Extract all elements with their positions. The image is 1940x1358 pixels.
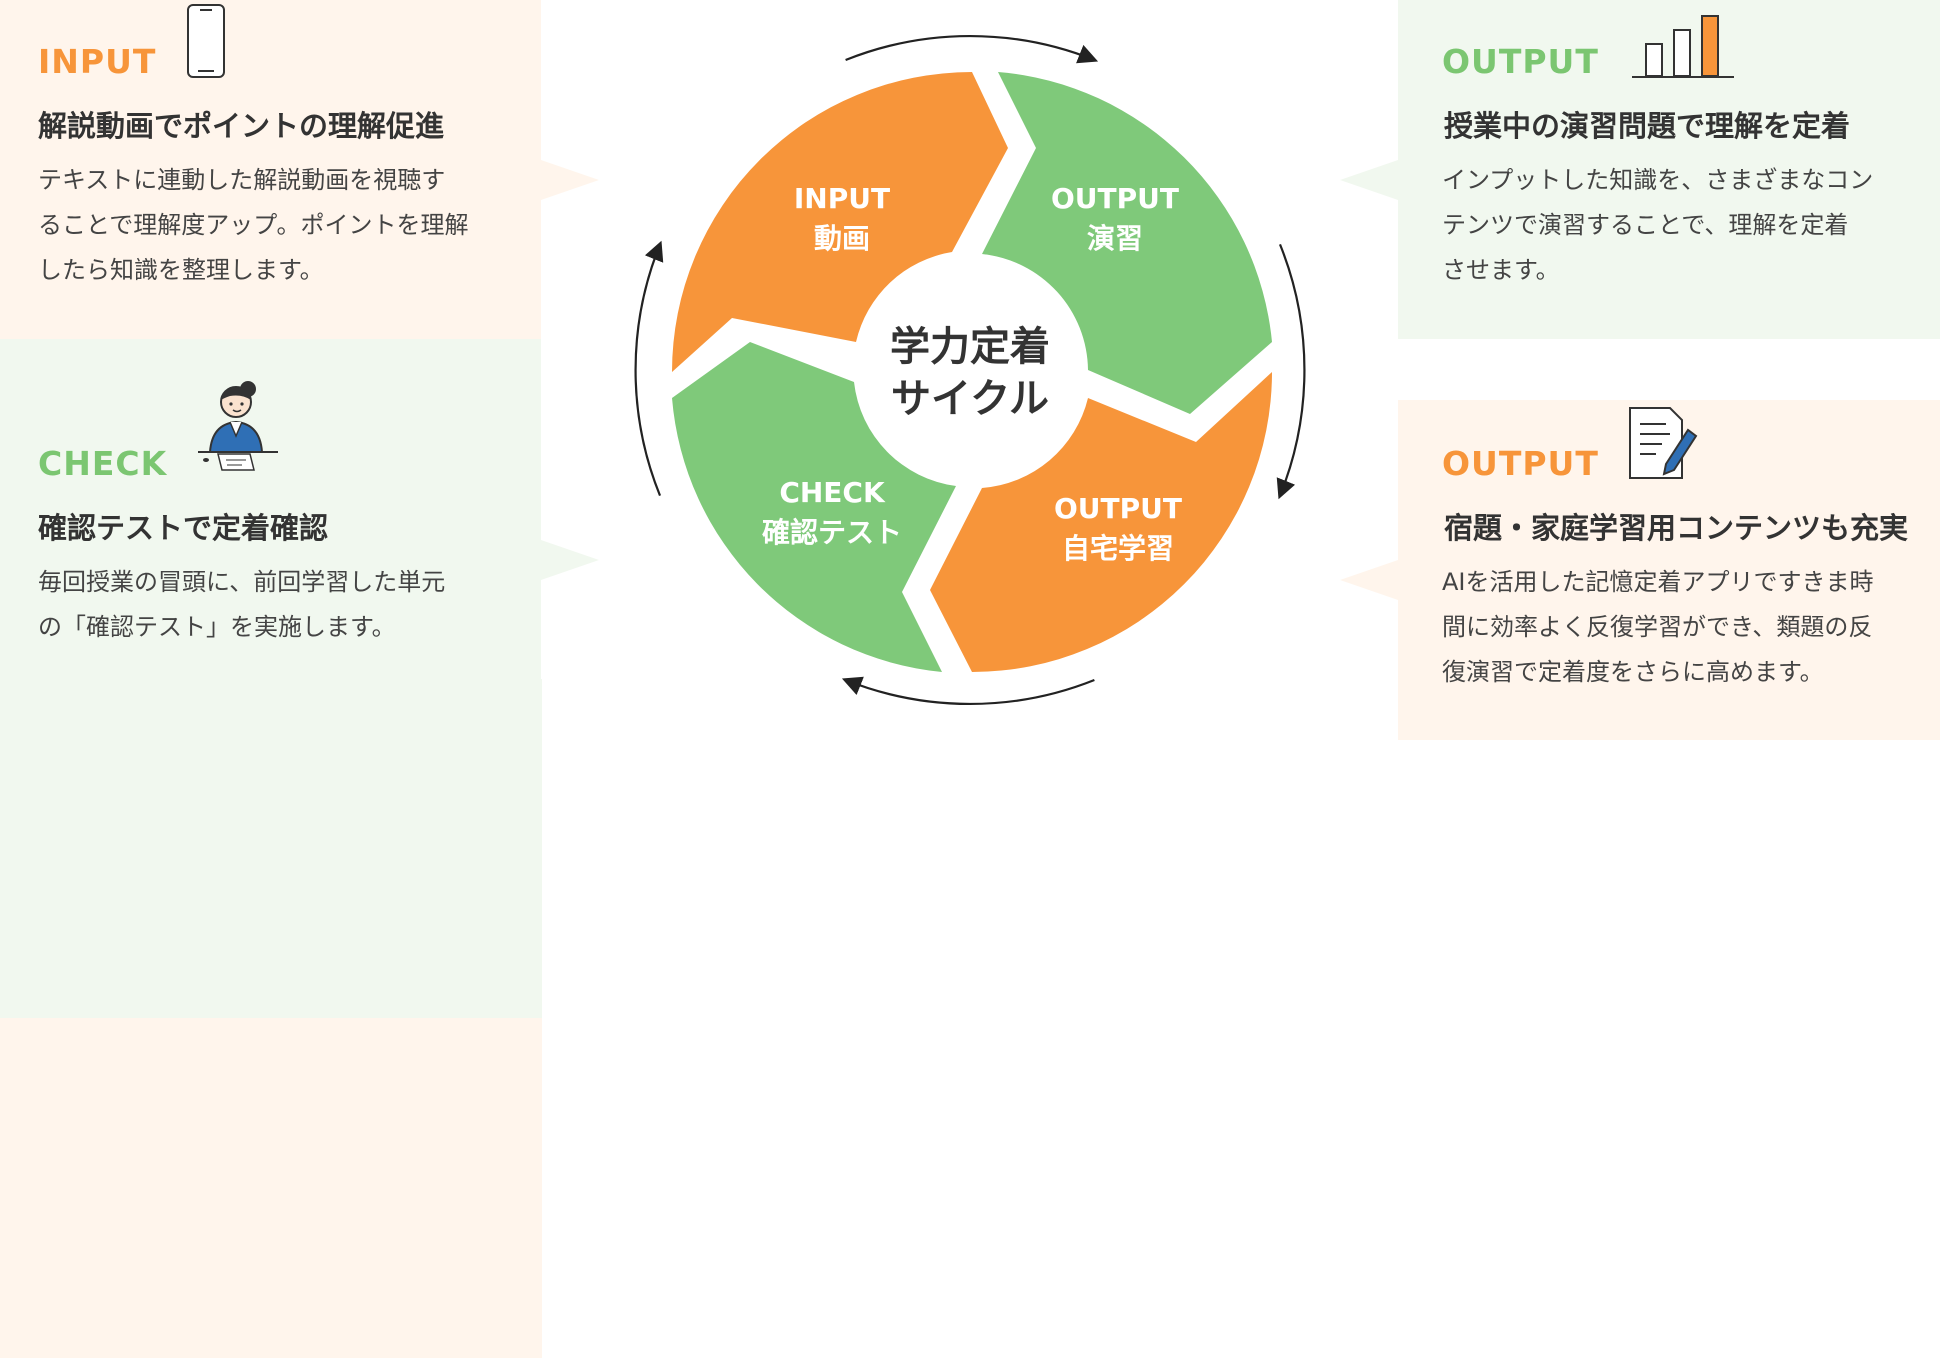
cycle-center-circle — [858, 258, 1082, 482]
output-practice-body-line: インプットした知識を、さまざまなコン — [1442, 158, 1912, 203]
learning-cycle-diagram: 学力定着 サイクル INPUT 動画 OUTPUT 演習 OUTPUT 自宅学習… — [620, 20, 1320, 720]
bar-chart-icon — [1628, 14, 1738, 80]
segment-input-label: INPUT — [794, 182, 890, 215]
output-practice-heading: 授業中の演習問題で理解を定着 — [1444, 103, 1850, 145]
input-body-line: テキストに連動した解説動画を視聴す — [38, 158, 508, 203]
output-practice-card-pointer — [1340, 160, 1398, 200]
check-body: 毎回授業の冒頭に、前回学習した単元 の「確認テスト」を実施します。 — [38, 560, 508, 650]
segment-check-label: CHECK — [779, 476, 886, 509]
cycle-center-subtitle: サイクル — [891, 376, 1049, 422]
check-card-pointer — [541, 540, 599, 580]
input-body-line: したら知識を整理します。 — [38, 248, 508, 293]
segment-output-home-sublabel: 自宅学習 — [1062, 532, 1174, 565]
document-pencil-icon — [1626, 404, 1698, 482]
segment-output-practice-label: OUTPUT — [1051, 182, 1179, 215]
input-body-line: ることで理解度アップ。ポイントを理解 — [38, 203, 508, 248]
smartphone-icon — [186, 3, 226, 79]
segment-input-sublabel: 動画 — [814, 222, 870, 255]
check-body-line: の「確認テスト」を実施します。 — [38, 605, 508, 650]
output-home-heading: 宿題・家庭学習用コンテンツも充実 — [1444, 505, 1908, 547]
segment-check-sublabel: 確認テスト — [762, 516, 902, 549]
output-home-card-pointer — [1340, 560, 1398, 600]
output-practice-kicker: OUTPUT — [1442, 42, 1599, 81]
cycle-arrow-bottom — [846, 680, 1095, 704]
input-body: テキストに連動した解説動画を視聴す ることで理解度アップ。ポイントを理解 したら… — [38, 158, 508, 293]
cycle-arrow-top — [846, 36, 1095, 60]
check-kicker: CHECK — [38, 444, 167, 483]
cycle-arrow-right — [1280, 244, 1304, 495]
cycle-center-title: 学力定着 — [890, 324, 1050, 370]
check-heading: 確認テストで定着確認 — [38, 505, 328, 547]
input-heading: 解説動画でポイントの理解促進 — [38, 103, 444, 145]
cycle-arrow-left — [636, 244, 660, 495]
output-home-body-line: 間に効率よく反復学習ができ、類題の反 — [1442, 605, 1912, 650]
check-body-line: 毎回授業の冒頭に、前回学習した単元 — [38, 560, 508, 605]
input-kicker: INPUT — [38, 42, 156, 81]
student-icon — [196, 380, 280, 480]
output-home-body-line: 復演習で定着度をさらに高めます。 — [1442, 650, 1912, 695]
output-practice-body-line: テンツで演習することで、理解を定着 — [1442, 203, 1912, 248]
segment-output-home-label: OUTPUT — [1054, 492, 1182, 525]
output-home-body: AIを活用した記憶定着アプリですきま時 間に効率よく反復学習ができ、類題の反 復… — [1442, 560, 1912, 695]
segment-output-practice-sublabel: 演習 — [1087, 222, 1143, 255]
input-card-pointer — [541, 160, 599, 200]
output-practice-body-line: させます。 — [1442, 248, 1912, 293]
output-home-kicker: OUTPUT — [1442, 444, 1599, 483]
output-practice-body: インプットした知識を、さまざまなコン テンツで演習することで、理解を定着 させま… — [1442, 158, 1912, 293]
output-home-body-line: AIを活用した記憶定着アプリですきま時 — [1442, 560, 1912, 605]
